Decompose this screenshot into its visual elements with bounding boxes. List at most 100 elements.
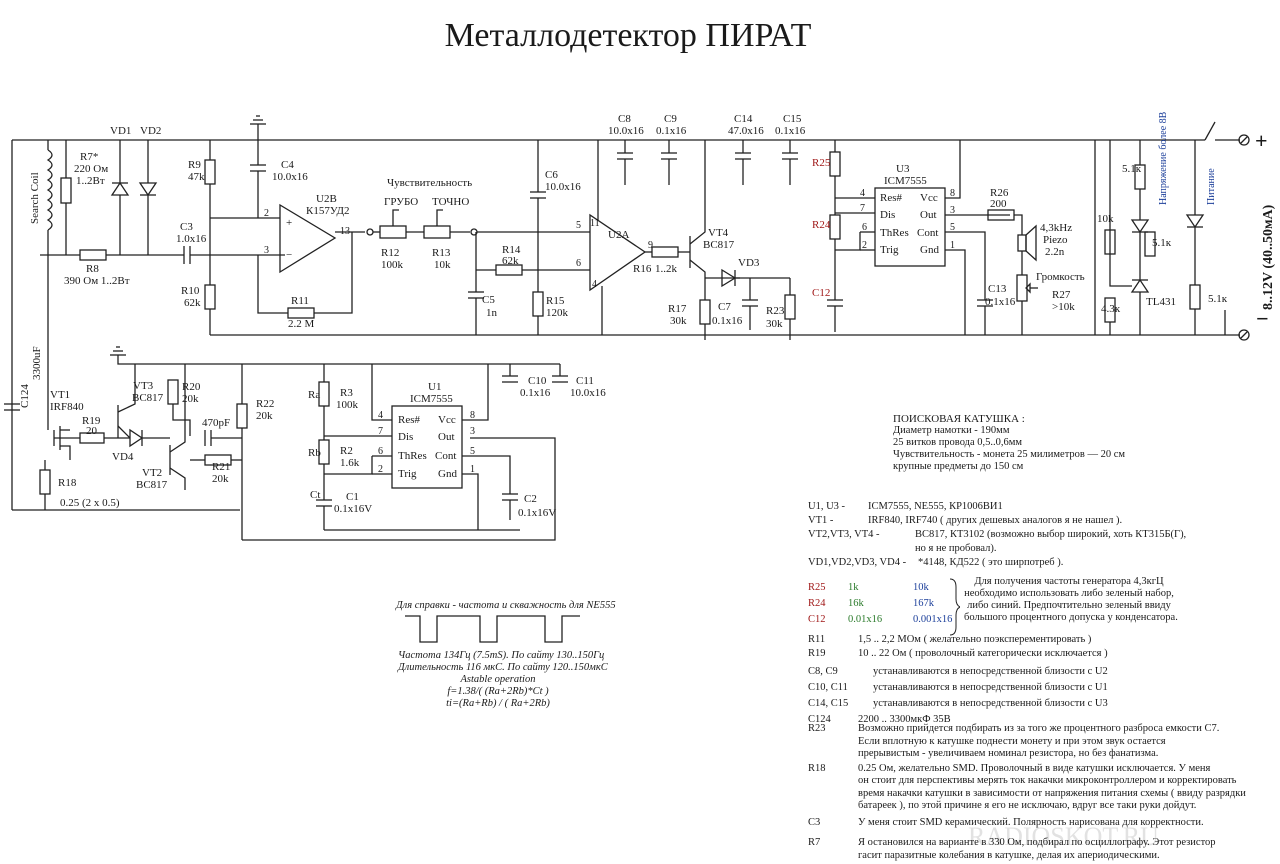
- note-line: большого процентного допуска у конденсат…: [964, 612, 1178, 623]
- svg-text:10k: 10k: [434, 259, 451, 271]
- supply: + − 8..12V (40..50мА): [1204, 121, 1276, 341]
- svg-text:Vcc: Vcc: [438, 414, 456, 426]
- svg-text:Напряжение более 8В: Напряжение более 8В: [1158, 111, 1169, 205]
- svg-text:U2B: U2B: [316, 193, 337, 205]
- svg-text:470pF: 470pF: [202, 417, 230, 429]
- svg-text:Piezo: Piezo: [1043, 234, 1068, 246]
- note-block: R18 0.25 Ом, желательно SMD. Проволочный…: [808, 762, 1246, 812]
- svg-text:100k: 100k: [381, 259, 404, 271]
- svg-text:Trig: Trig: [398, 468, 417, 480]
- svg-text:20: 20: [86, 425, 98, 437]
- ne555-heading: Для справки - частота и скважность для N…: [396, 600, 616, 611]
- svg-text:1: 1: [950, 240, 955, 251]
- note-line: Для получения частоты генератора 4,3кгЦ: [974, 576, 1164, 587]
- svg-text:R25: R25: [812, 157, 831, 169]
- svg-text:Питание: Питание: [1206, 168, 1217, 205]
- svg-text:R14: R14: [502, 244, 521, 256]
- svg-text:2.2 M: 2.2 M: [288, 318, 315, 330]
- ne555-details: Частота 134Гц (7.5mS). По сайту 130..150…: [398, 650, 608, 710]
- r7: R7* 220 Ом 1..2Вт: [60, 140, 108, 255]
- svg-text:C7: C7: [718, 301, 731, 313]
- svg-text:C3: C3: [180, 221, 193, 233]
- svg-text:U3: U3: [896, 163, 910, 175]
- svg-text:C10: C10: [528, 375, 547, 387]
- u2a-input: C6 10.0x16 R14 62k C5 1n R15 120k: [468, 140, 590, 335]
- r8-line: R8 390 Ом 1..2Вт: [40, 249, 184, 287]
- svg-text:R7*: R7*: [80, 151, 98, 163]
- svg-text:62k: 62k: [502, 255, 519, 267]
- svg-text:Громкость: Громкость: [1036, 271, 1085, 283]
- svg-text:100k: 100k: [336, 399, 359, 411]
- svg-text:C13: C13: [988, 283, 1007, 295]
- svg-text:Чувствительность: Чувствительность: [387, 177, 472, 189]
- svg-text:Cont: Cont: [435, 450, 456, 462]
- ne555-line: Astable operation: [460, 674, 536, 685]
- svg-text:1..2k: 1..2k: [655, 263, 678, 275]
- svg-text:R13: R13: [432, 247, 451, 259]
- svg-text:C6: C6: [545, 169, 558, 181]
- svg-text:8..12V (40..50мА): 8..12V (40..50мА): [1261, 204, 1276, 310]
- svg-text:5.1к: 5.1к: [1208, 293, 1228, 305]
- svg-text:Dis: Dis: [398, 431, 413, 443]
- svg-text:3: 3: [470, 426, 475, 437]
- r9-r10: R9 47k R10 62k: [181, 140, 216, 335]
- ne555-reference: Для справки - частота и скважность для N…: [396, 600, 616, 612]
- svg-text:1.0x16: 1.0x16: [176, 233, 207, 245]
- svg-text:5: 5: [470, 446, 475, 457]
- svg-text:TL431: TL431: [1146, 296, 1176, 308]
- svg-text:IRF840: IRF840: [50, 401, 84, 413]
- svg-text:10.0x16: 10.0x16: [545, 181, 581, 193]
- svg-text:VD3: VD3: [738, 257, 760, 269]
- svg-text:2: 2: [264, 208, 269, 219]
- svg-text:Ct: Ct: [310, 489, 320, 501]
- svg-text:R22: R22: [256, 398, 274, 410]
- svg-text:ICM7555: ICM7555: [884, 175, 927, 187]
- svg-text:ThRes: ThRes: [398, 450, 427, 462]
- svg-text:VD1: VD1: [110, 125, 131, 137]
- u1-section: U1 ICM7555 Res# Dis ThRes Trig Vcc Out C…: [308, 364, 606, 531]
- svg-text:10.0x16: 10.0x16: [608, 125, 644, 137]
- svg-text:C12: C12: [812, 287, 830, 299]
- note-line: либо синий. Предпочтительно зеленый ввид…: [967, 600, 1171, 611]
- svg-text:0.1x16: 0.1x16: [520, 387, 551, 399]
- svg-text:9: 9: [648, 240, 653, 251]
- u2b-opamp: 2 3 13 + − U2B К157УД2 R11 2.2 M: [210, 193, 365, 330]
- coil-heading: ПОИСКОВАЯ КАТУШКА :: [893, 413, 1025, 425]
- svg-text:ICM7555: ICM7555: [410, 393, 453, 405]
- svg-text:47k: 47k: [188, 171, 205, 183]
- coil-line: Чувствительность - монета 25 милиметров …: [893, 449, 1126, 460]
- decoupling-top: C8 10.0x16 C9 0.1x16 C14 47.0x16 C15 0.1…: [608, 113, 806, 185]
- svg-text:>10k: >10k: [1052, 301, 1075, 313]
- ne555-line: Длительность 116 мкС. По сайту 120..150м…: [398, 662, 608, 673]
- svg-text:0.1x16: 0.1x16: [712, 315, 743, 327]
- svg-text:2.2n: 2.2n: [1045, 246, 1065, 258]
- svg-text:220 Ом: 220 Ом: [74, 163, 108, 175]
- u2a-opamp: 5 6 9 11 4 U2A R16 1..2k: [576, 140, 690, 335]
- svg-text:R24: R24: [812, 219, 831, 231]
- svg-text:ThRes: ThRes: [880, 227, 909, 239]
- svg-text:62k: 62k: [184, 297, 201, 309]
- svg-text:1: 1: [470, 464, 475, 475]
- svg-text:200: 200: [990, 198, 1007, 210]
- svg-text:VT1: VT1: [50, 389, 70, 401]
- svg-text:11: 11: [590, 218, 600, 229]
- svg-text:C1: C1: [346, 491, 359, 503]
- parts-list: U1, U3 -ICM7555, NE555, КР1006ВИ1 VT1 -I…: [808, 500, 1186, 570]
- svg-text:BC817: BC817: [703, 239, 735, 251]
- top-rail: [11, 139, 1205, 510]
- svg-text:C5: C5: [482, 294, 495, 306]
- ne555-line: ti=(Ra+Rb) / ( Ra+2Rb): [446, 698, 550, 709]
- parts-row: VT2,VT3, VT4 -BC817, КТ3102 (возможно вы…: [808, 529, 1187, 540]
- parts-row: но я не пробовал).: [915, 543, 997, 554]
- svg-text:C124: C124: [19, 384, 31, 408]
- svg-text:47.0x16: 47.0x16: [728, 125, 764, 137]
- svg-text:Cont: Cont: [917, 227, 938, 239]
- svg-text:ТОЧНО: ТОЧНО: [432, 196, 469, 208]
- svg-text:4: 4: [378, 410, 383, 421]
- svg-text:20k: 20k: [182, 393, 199, 405]
- svg-text:U1: U1: [428, 381, 441, 393]
